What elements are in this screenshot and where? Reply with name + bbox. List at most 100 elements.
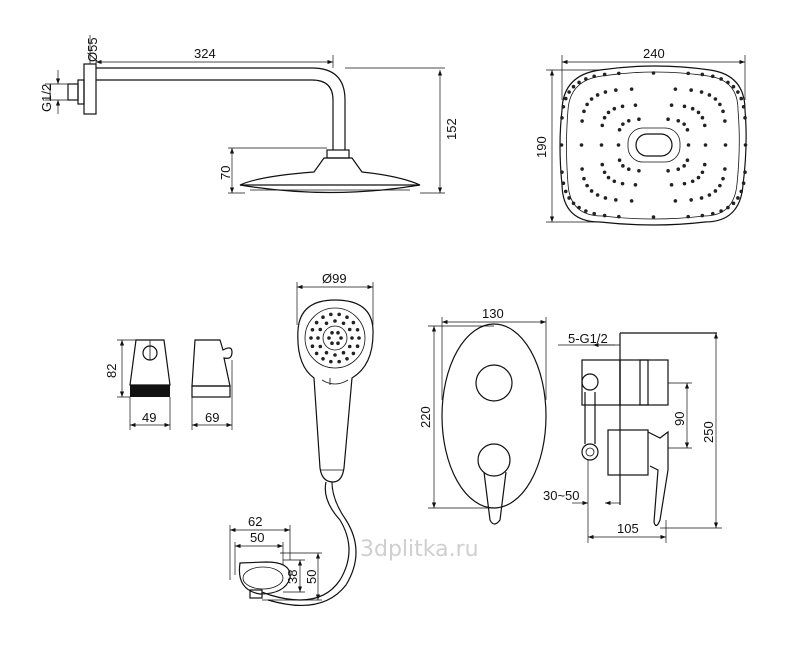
nozzle-dot (355, 344, 360, 349)
nozzle-dot (702, 123, 707, 128)
nozzle-dot (602, 72, 607, 77)
nozzle-dot (341, 321, 346, 326)
nozzle-dot (743, 116, 747, 120)
nozzle-dot (719, 209, 723, 213)
nozzle-dot (571, 201, 576, 206)
nozzle-dot (589, 97, 594, 101)
thread-label: G1/2 (39, 84, 54, 112)
nozzle-dot (584, 209, 588, 213)
nozzle-dot (567, 90, 571, 94)
nozzle-dot (707, 193, 712, 197)
nozzle-dot (324, 350, 329, 355)
mixer-front-view: 130 220 (418, 306, 547, 525)
nozzle-dot (341, 350, 346, 355)
nozzle-dot (703, 143, 708, 147)
nozzle-dot (347, 327, 352, 332)
nozzle-dot (584, 77, 588, 81)
mixer-width-label: 130 (482, 306, 504, 321)
nozzle-dot (585, 183, 589, 188)
nozzle-dot (682, 164, 686, 168)
nozzle-dot (721, 176, 725, 181)
nozzle-dot (686, 143, 691, 147)
nozzle-dot (700, 115, 705, 120)
nozzle-dot (310, 327, 315, 332)
nozzle-dot (718, 102, 722, 107)
nozzle-dot (314, 351, 319, 356)
nozzle-dot (600, 162, 605, 167)
nozzle-dot (739, 189, 744, 194)
nozzle-dot (676, 167, 681, 171)
nozzle-dot (585, 102, 589, 107)
nozzle-dot (741, 181, 746, 186)
holder-side-depth-label: 69 (205, 410, 219, 425)
nozzle-dot (592, 74, 597, 79)
nozzle-dot (603, 196, 608, 200)
nozzle-dot (702, 162, 707, 167)
nozzle-dot (626, 119, 631, 123)
nozzle-dot (329, 359, 333, 364)
nozzle-dot (731, 201, 736, 206)
nozzle-dot (739, 96, 744, 101)
nozzle-dot (726, 205, 730, 210)
nozzle-dot (718, 183, 722, 188)
nozzle-dot (637, 117, 641, 121)
nozzle-dot (673, 87, 678, 91)
nozzle-dot (602, 115, 607, 120)
total-height-label: 152 (444, 118, 459, 140)
nozzle-dot (721, 109, 725, 114)
nozzle-dot (616, 143, 621, 147)
hand-shower: Ø99 (261, 271, 374, 606)
nozzle-dot (666, 117, 670, 121)
nozzle-dot (696, 175, 701, 180)
nozzle-dot (600, 123, 605, 128)
hand-shower-nozzles (309, 312, 361, 364)
nozzle-dot (699, 196, 704, 200)
nozzle-dot (696, 110, 701, 115)
nozzle-dot (620, 181, 625, 186)
nozzle-dot (603, 90, 608, 94)
nozzle-dot (351, 351, 356, 356)
hose-holder: 62 50 38 50 (229, 514, 322, 601)
nozzle-dot (710, 211, 715, 216)
nozzle-dot (676, 119, 681, 123)
wall-depth-label: 30~50 (543, 488, 580, 503)
nozzle-dot (345, 315, 349, 320)
nozzle-dot (629, 87, 634, 91)
arm-length-label: 324 (194, 46, 216, 61)
watermark: 3dplitka.ru (360, 537, 479, 562)
nozzle-dot (633, 183, 638, 187)
nozzle-dot (567, 196, 571, 200)
nozzle-dot (316, 336, 320, 340)
nozzle-dot (339, 336, 343, 340)
nozzle-dot (719, 77, 723, 81)
nozzle-dot (616, 214, 621, 219)
nozzle-dot (629, 199, 634, 203)
nozzle-dot (685, 158, 690, 163)
hose-holder-outer-height-label: 50 (304, 570, 319, 584)
nozzle-dot (330, 331, 334, 335)
nozzle-dot (633, 103, 638, 107)
nozzle-dot (560, 170, 564, 174)
nozzle-dot (620, 104, 625, 109)
nozzle-dot (318, 327, 323, 332)
hand-shower-diameter-label: Ø99 (322, 271, 347, 286)
nozzle-dot (723, 143, 728, 147)
outlet-spacing-label: 90 (672, 412, 687, 426)
nozzle-dot (700, 213, 705, 218)
nozzle-dot (741, 104, 746, 109)
nozzle-dot (333, 353, 337, 357)
nozzle-dot (669, 183, 674, 187)
holder-height-label: 82 (104, 364, 119, 378)
nozzle-dot (327, 336, 331, 340)
nozzle-dot (617, 158, 622, 163)
nozzle-dot (699, 90, 704, 94)
nozzle-dot (347, 344, 352, 349)
nozzle-dot (602, 170, 607, 175)
nozzle-dot (351, 320, 356, 325)
nozzle-dot (571, 84, 576, 89)
nozzle-dot (314, 320, 319, 325)
nozzle-dot (689, 88, 693, 92)
nozzle-dot (686, 214, 691, 219)
side-height-label: 250 (701, 421, 716, 443)
